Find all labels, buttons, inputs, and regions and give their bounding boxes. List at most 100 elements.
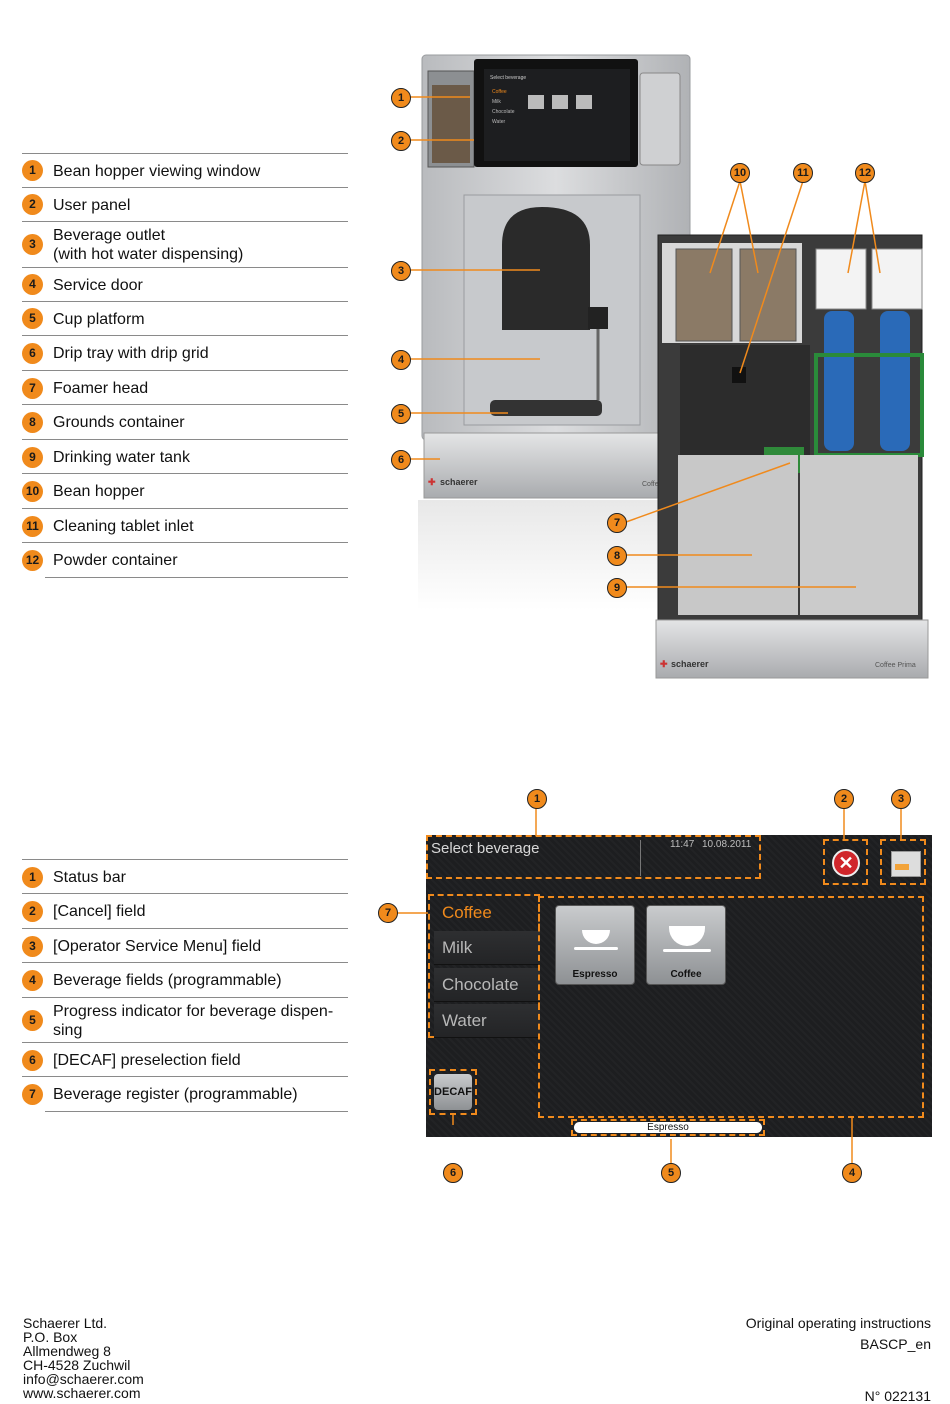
- screen-callout-5: 5: [661, 1163, 681, 1183]
- coffee-button[interactable]: Coffee: [646, 905, 726, 985]
- screen-callout-6: 6: [443, 1163, 463, 1183]
- legend-number: 2: [22, 901, 43, 922]
- powder-auger-right: [880, 311, 910, 451]
- user-panel-display: [484, 69, 630, 161]
- doc-number: N° 022131: [864, 1388, 931, 1404]
- model-label: Coffee: [642, 481, 663, 488]
- legend-number: 4: [22, 274, 43, 295]
- saucer-icon: [574, 947, 618, 950]
- legend-label: [DECAF] preselection field: [53, 1052, 241, 1069]
- decaf-label: DECAF: [434, 1074, 472, 1110]
- legend-label: Bean hopper viewing window: [53, 163, 261, 180]
- footer-city: CH-4528 Zuchwil: [23, 1357, 131, 1373]
- legend-item: 4 Beverage fields (programmable): [22, 962, 348, 997]
- powder-container-left: [815, 248, 867, 310]
- legend-label: Drip tray with drip grid: [53, 345, 209, 362]
- cup-icon: [582, 930, 610, 944]
- legend-item: 3 Beverage outlet (with hot water dispen…: [22, 221, 348, 268]
- callout-5: 5: [391, 404, 411, 424]
- mini-menu-water: Water: [492, 119, 505, 125]
- tab-water[interactable]: Water: [434, 1004, 540, 1038]
- legend-item: 5 Progress indicator for beverage dispen…: [22, 997, 348, 1043]
- mini-menu-chocolate: Chocolate: [492, 109, 515, 115]
- cancel-icon: ✕: [832, 849, 860, 877]
- callout-1: 1: [391, 88, 411, 108]
- screen-callout-4: 4: [842, 1163, 862, 1183]
- legend-label: Drinking water tank: [53, 449, 190, 466]
- screen-callout-3: 3: [891, 789, 911, 809]
- screen-callout-7: 7: [378, 903, 398, 923]
- service-menu-icon: [891, 851, 921, 877]
- legend-item: 2 User panel: [22, 187, 348, 222]
- legend-label: Progress indicator for beverage dispen- …: [53, 1003, 334, 1039]
- legend-item: 7 Foamer head: [22, 370, 348, 405]
- callout-4: 4: [391, 350, 411, 370]
- status-time: 11:47: [670, 839, 695, 850]
- bean-hopper-left: [675, 248, 733, 342]
- decaf-button[interactable]: DECAF: [429, 1069, 477, 1115]
- legend-label: Powder container: [53, 552, 178, 569]
- saucer-icon: [663, 949, 711, 952]
- screen-callout-1: 1: [527, 789, 547, 809]
- tab-coffee[interactable]: Coffee: [442, 903, 492, 922]
- legend-item: 7 Beverage register (programmable): [22, 1076, 348, 1111]
- legend-item: 10 Bean hopper: [22, 473, 348, 508]
- espresso-button[interactable]: Espresso: [555, 905, 635, 985]
- espresso-label: Espresso: [572, 969, 618, 980]
- machine-illustration: Select beverage Coffee Milk Chocolate Wa…: [410, 54, 929, 679]
- legend-item: 3 [Operator Service Menu] field: [22, 928, 348, 963]
- doc-title: Original operating instructions: [745, 1315, 931, 1331]
- divider: [45, 1111, 348, 1112]
- legend-number: 3: [22, 936, 43, 957]
- legend-number: 11: [22, 516, 43, 537]
- operator-service-menu-button[interactable]: [880, 839, 926, 885]
- powder-auger-left: [824, 311, 854, 451]
- footer-email[interactable]: info@schaerer.com: [23, 1371, 144, 1387]
- beverage-outlet: [502, 207, 590, 330]
- side-panel: [639, 72, 681, 166]
- status-bar: Select beverage 11:47 10.08.2011: [426, 835, 761, 879]
- mini-menu-coffee: Coffee: [492, 89, 507, 95]
- legend-number: 5: [22, 1010, 43, 1031]
- legend-label: Bean hopper: [53, 483, 145, 500]
- legend-number: 2: [22, 194, 43, 215]
- progress-label: Espresso: [574, 1122, 762, 1133]
- screen-callout-2: 2: [834, 789, 854, 809]
- divider: [45, 577, 348, 578]
- mini-bev: [528, 95, 544, 109]
- callout-11: 11: [793, 163, 813, 183]
- tab-milk[interactable]: Milk: [434, 931, 540, 965]
- legend-label: Beverage outlet (with hot water dispensi…: [53, 227, 244, 263]
- footer-street: Allmendweg 8: [23, 1343, 111, 1359]
- grounds-container: [678, 455, 798, 615]
- progress-indicator: Espresso: [571, 1119, 765, 1136]
- coffee-label: Coffee: [670, 969, 702, 980]
- brand-mark-icon: ✚: [660, 659, 668, 669]
- screen-callout-lines: [397, 807, 902, 1165]
- legend-label: User panel: [53, 197, 131, 214]
- mini-status: Select beverage: [490, 75, 526, 81]
- footer-web[interactable]: www.schaerer.com: [23, 1385, 141, 1401]
- legend-label: [Operator Service Menu] field: [53, 938, 262, 955]
- footer-company: Schaerer Ltd.: [23, 1315, 108, 1331]
- legend-number: 12: [22, 550, 43, 571]
- mini-bev: [576, 95, 592, 109]
- cancel-button[interactable]: ✕: [823, 839, 868, 885]
- footer-po-box: P.O. Box: [23, 1329, 78, 1345]
- bean-hopper-right: [739, 248, 797, 342]
- brand-mark-icon: ✚: [428, 477, 436, 487]
- legend-item: 6 Drip tray with drip grid: [22, 335, 348, 370]
- legend-label: [Cancel] field: [53, 903, 146, 920]
- cleaning-tablet-inlet: [732, 367, 746, 383]
- tab-chocolate[interactable]: Chocolate: [434, 968, 540, 1002]
- status-text: Select beverage: [431, 840, 540, 857]
- cup-icon: [669, 926, 705, 946]
- legend-number: 8: [22, 412, 43, 433]
- callout-8: 8: [607, 546, 627, 566]
- legend-number: 3: [22, 234, 43, 255]
- mini-bev: [552, 95, 568, 109]
- legend-number: 4: [22, 970, 43, 991]
- legend-label: Service door: [53, 277, 143, 294]
- status-divider: [640, 840, 641, 876]
- legend-number: 7: [22, 1084, 43, 1105]
